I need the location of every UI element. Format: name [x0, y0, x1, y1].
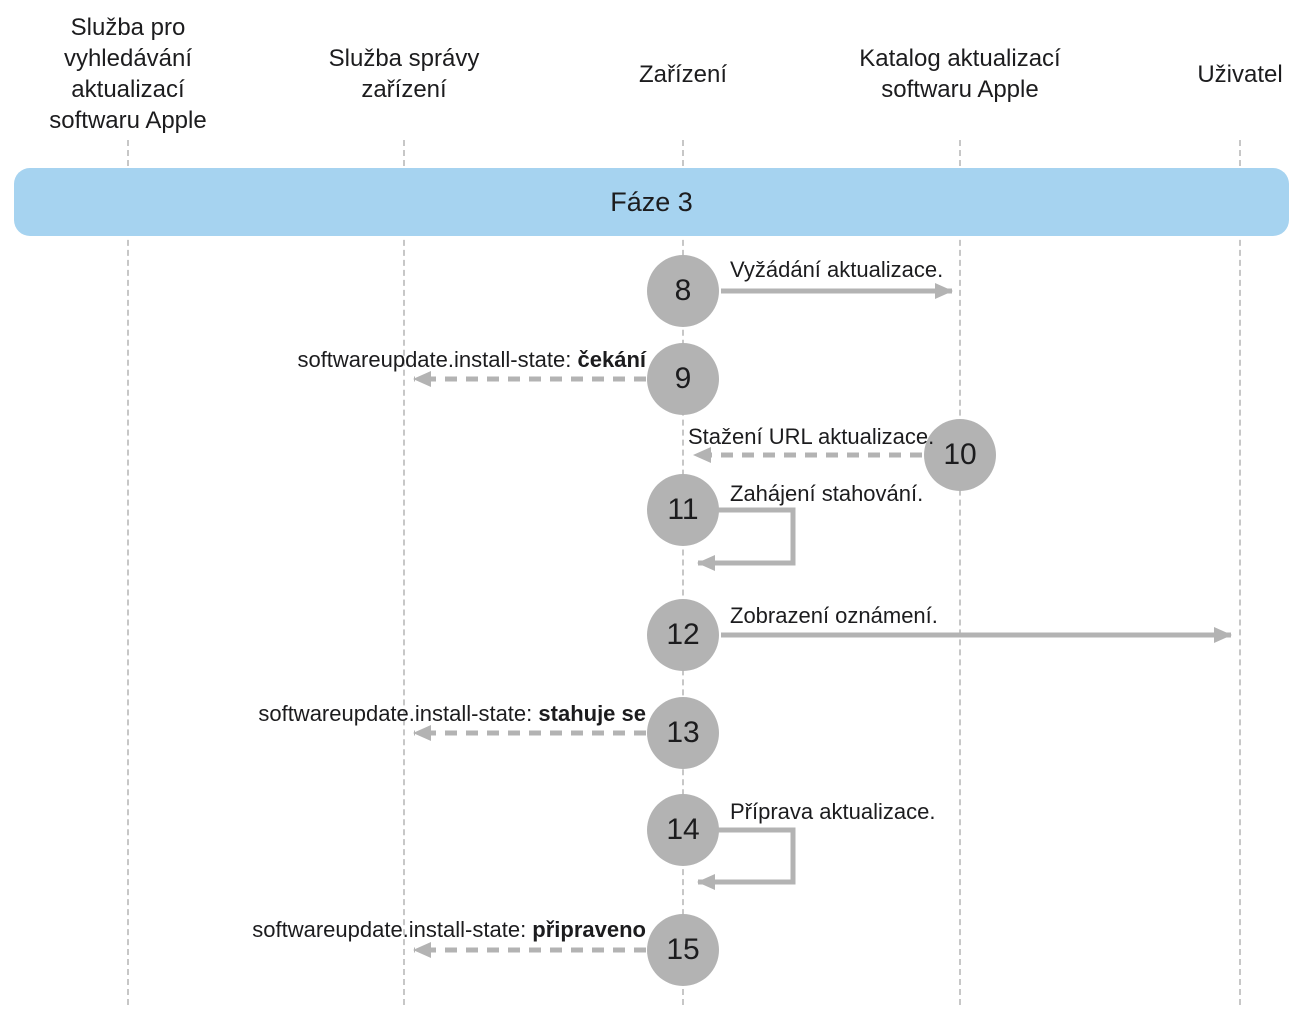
phase-banner: Fáze 3 — [14, 168, 1289, 236]
column-header-label: Služba pro vyhledávání aktualizací softw… — [49, 14, 207, 134]
step-11-label: Zahájení stahování. — [730, 481, 923, 507]
step-circle-8: 8 — [647, 255, 719, 327]
step-label-text: Zahájení stahování. — [730, 481, 924, 506]
column-header-software-update-lookup: Služba pro vyhledávání aktualizací softw… — [23, 0, 233, 148]
lifeline-software-update-lookup — [127, 140, 129, 1005]
column-header-mdm: Služba správy zařízení — [294, 0, 514, 148]
lifeline-user — [1239, 140, 1241, 1005]
step-label-text: Vyžádání aktualizace. — [730, 257, 944, 282]
step-number: 9 — [674, 362, 692, 395]
step-14-label: Příprava aktualizace. — [730, 799, 935, 825]
step-number: 12 — [666, 618, 700, 651]
column-header-update-catalog: Katalog aktualizací softwaru Apple — [830, 0, 1090, 148]
step-13-label: softwareupdate.install-state: stahuje se — [258, 701, 646, 727]
step-number: 15 — [666, 933, 700, 966]
lifeline-update-catalog — [959, 140, 961, 1005]
step-label-text: softwareupdate.install-state: — [258, 701, 539, 726]
step-8-label: Vyžádání aktualizace. — [730, 257, 943, 283]
step-label-state: stahuje se — [538, 701, 646, 726]
step-circle-15: 15 — [647, 914, 719, 986]
step-label-text: softwareupdate.install-state: — [252, 917, 533, 942]
step-10-label: Stažení URL aktualizace. — [688, 424, 934, 450]
step-circle-14: 14 — [647, 794, 719, 866]
step-label-state: čekání — [577, 347, 647, 372]
step-label-text: Stažení URL aktualizace. — [688, 424, 935, 449]
step-label-state: připraveno — [532, 917, 646, 942]
step-number: 11 — [667, 493, 699, 526]
step-number: 14 — [666, 813, 700, 846]
column-header-label: Služba správy zařízení — [328, 45, 480, 103]
step-number: 13 — [666, 716, 700, 749]
column-header-label: Uživatel — [1197, 60, 1283, 88]
lifeline-mdm — [403, 140, 405, 1005]
column-header-label: Zařízení — [638, 60, 728, 88]
step-label-text: softwareupdate.install-state: — [297, 347, 578, 372]
step-circle-10: 10 — [924, 419, 996, 491]
step-15-label: softwareupdate.install-state: připraveno — [252, 917, 646, 943]
step-number: 8 — [674, 274, 692, 307]
column-header-user: Uživatel — [1140, 0, 1303, 148]
step-label-text: Zobrazení oznámení. — [730, 603, 938, 628]
step-circle-9: 9 — [647, 343, 719, 415]
column-header-device: Zařízení — [583, 0, 783, 148]
column-header-label: Katalog aktualizací softwaru Apple — [859, 45, 1061, 103]
lifeline-device — [682, 140, 684, 1005]
phase-banner-label: Fáze 3 — [610, 186, 693, 217]
step-9-label: softwareupdate.install-state: čekání — [297, 347, 646, 373]
step-label-text: Příprava aktualizace. — [730, 799, 936, 824]
step-circle-13: 13 — [647, 697, 719, 769]
step-circle-11: 11 — [647, 474, 719, 546]
step-12-label: Zobrazení oznámení. — [730, 603, 938, 629]
step-number: 10 — [943, 438, 977, 471]
step-circle-12: 12 — [647, 599, 719, 671]
